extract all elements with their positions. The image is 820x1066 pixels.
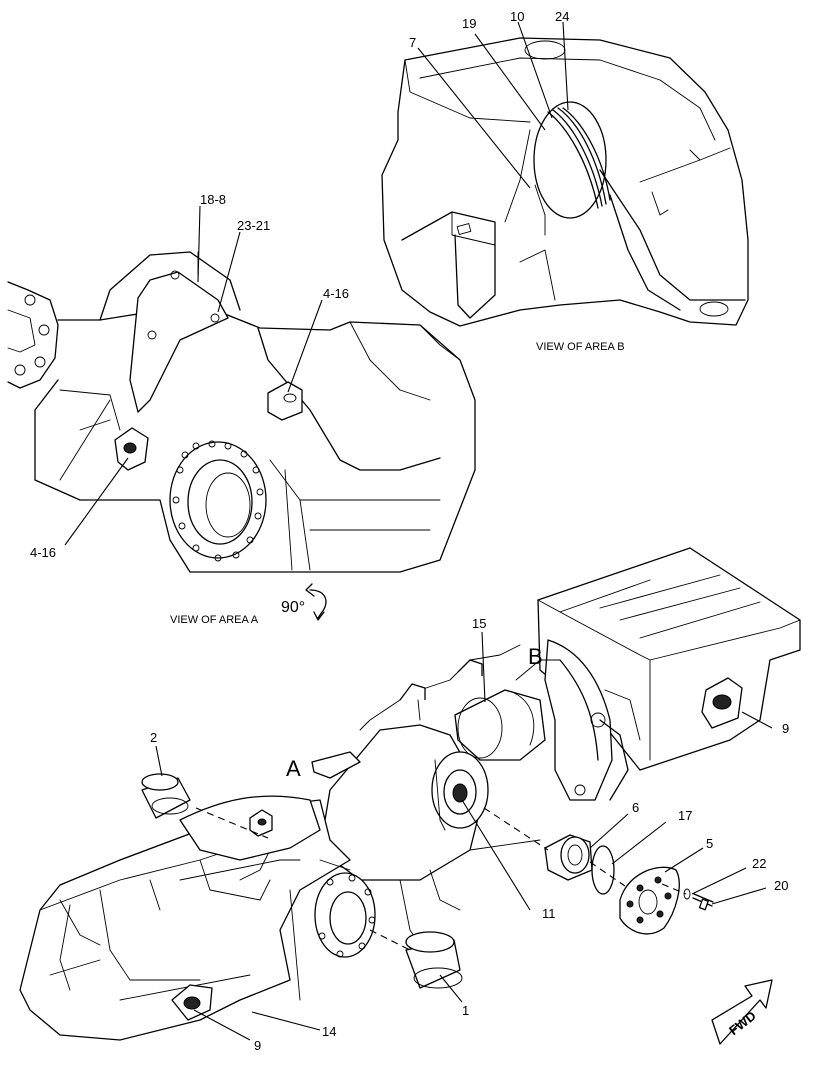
callout-22: 22: [752, 856, 766, 871]
bearing-6: [544, 834, 593, 881]
callout-5: 5: [706, 836, 713, 851]
callout-6: 6: [632, 800, 639, 815]
view-area-a: 18-8 23-21 4-16 4-16 90° VIEW OF AREA A: [7, 192, 476, 626]
forward-direction-arrow: FWD: [711, 979, 773, 1045]
callout-23-21: 23-21: [237, 218, 270, 233]
view-area-b-caption: VIEW OF AREA B: [536, 341, 625, 353]
flange-bolt-holes: [172, 440, 264, 562]
loose-parts: [141, 773, 714, 989]
area-marker-b: B: [528, 644, 543, 669]
callout-14: 14: [322, 1024, 336, 1039]
callout-17: 17: [678, 808, 692, 823]
explode-lines: [195, 807, 687, 951]
main-frame-assembly: [19, 547, 801, 1041]
callout-18-8: 18-8: [200, 192, 226, 207]
callout-4-16-left: 4-16: [30, 545, 56, 560]
callout-2: 2: [150, 730, 157, 745]
callout-9-left: 9: [254, 1038, 261, 1053]
callout-19: 19: [462, 16, 476, 31]
callout-1: 1: [462, 1003, 469, 1018]
main-callouts: 15 9 2 6 17 5 22 20 11 1 14 9 A B: [150, 616, 789, 1053]
rotation-label: 90°: [281, 599, 305, 616]
bushing-1: [405, 931, 463, 989]
view-area-b: 7 19 10 24 VIEW OF AREA B: [381, 9, 749, 353]
bushing-2: [141, 773, 191, 819]
cap-5: [619, 866, 680, 935]
bolt-20: [683, 888, 714, 911]
callout-4-16-top: 4-16: [323, 286, 349, 301]
callout-10: 10: [510, 9, 524, 24]
callout-9-right: 9: [782, 721, 789, 736]
callout-20: 20: [774, 878, 788, 893]
callout-7: 7: [409, 35, 416, 50]
view-area-a-caption: VIEW OF AREA A: [170, 614, 259, 626]
callout-11: 11: [542, 906, 556, 921]
o-ring-17: [591, 845, 615, 895]
area-marker-a: A: [286, 756, 301, 781]
callout-24: 24: [555, 9, 569, 24]
callout-15: 15: [472, 616, 486, 631]
